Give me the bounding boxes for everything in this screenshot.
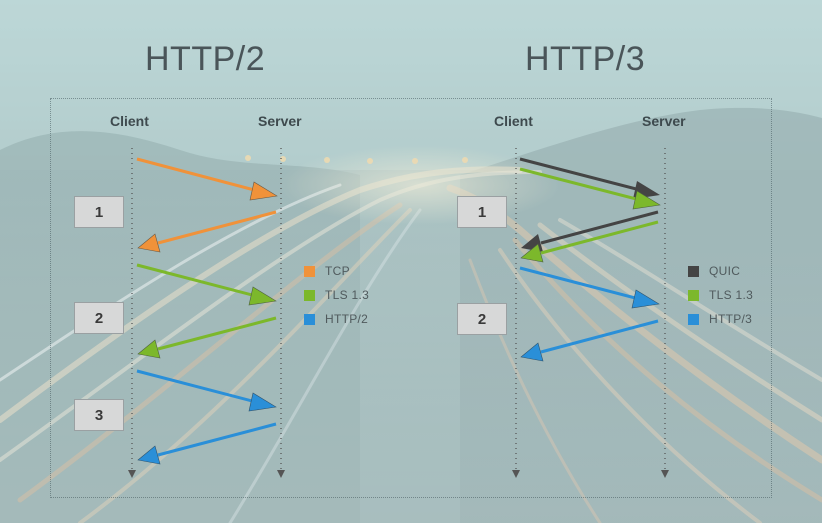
legend-swatch [304, 265, 315, 277]
http2-http-arrow-request [136, 369, 277, 412]
legend-swatch [304, 313, 315, 325]
legend-item-tls: TLS 1.3 [304, 283, 369, 307]
legend-label: TLS 1.3 [709, 288, 754, 302]
legend-item-quic: QUIC [688, 259, 753, 283]
http3-tls-arrow-request [519, 167, 661, 210]
http3-http-arrow-response [520, 319, 659, 362]
legend-label: HTTP/3 [709, 312, 753, 326]
legend-item-tls: TLS 1.3 [688, 283, 753, 307]
http3-server-label: Server [642, 113, 686, 129]
http2-step-3: 3 [74, 399, 124, 431]
http3-tls-arrow-response [520, 220, 659, 263]
legend-swatch [688, 313, 699, 325]
http2-client-label: Client [110, 113, 149, 129]
http3-legend: QUIC TLS 1.3 HTTP/3 [688, 259, 753, 331]
http3-client-lifeline-end [512, 470, 520, 478]
http2-step-2: 2 [74, 302, 124, 334]
http2-tcp-arrow-response [137, 210, 277, 253]
http3-step-2: 2 [457, 303, 507, 335]
legend-label: QUIC [709, 264, 741, 278]
legend-swatch [304, 289, 315, 301]
http3-client-label: Client [494, 113, 533, 129]
legend-label: TCP [325, 264, 350, 278]
diagram-frame [50, 98, 772, 498]
http2-server-label: Server [258, 113, 302, 129]
http2-tcp-arrow-request [136, 157, 278, 201]
legend-label: HTTP/2 [325, 312, 369, 326]
legend-label: TLS 1.3 [325, 288, 370, 302]
http2-step-1: 1 [74, 196, 124, 228]
http3-server-lifeline-end [661, 470, 669, 478]
http2-tls-arrow-request [136, 263, 277, 306]
http2-title: HTTP/2 [145, 40, 266, 78]
http2-client-lifeline-end [128, 470, 136, 478]
http2-server-lifeline-end [277, 470, 285, 478]
legend-swatch [688, 289, 699, 301]
legend-item-http3: HTTP/3 [688, 307, 753, 331]
http3-http-arrow-request [519, 266, 660, 309]
legend-swatch [688, 265, 699, 277]
http2-http-arrow-response [137, 422, 277, 465]
http3-quic-arrow-response [521, 210, 659, 252]
legend-item-tcp: TCP [304, 259, 369, 283]
http3-title: HTTP/3 [525, 40, 646, 78]
legend-item-http2: HTTP/2 [304, 307, 369, 331]
http2-legend: TCP TLS 1.3 HTTP/2 [304, 259, 369, 331]
http3-step-1: 1 [457, 196, 507, 228]
http2-tls-arrow-response [137, 316, 277, 359]
